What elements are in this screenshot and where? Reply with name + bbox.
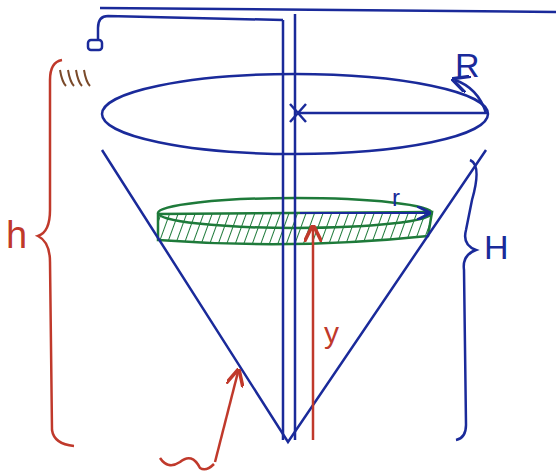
dimension-label: y (324, 318, 339, 348)
small-radius-line (300, 212, 428, 214)
level-brace (38, 60, 74, 446)
height-brace (456, 160, 477, 440)
radius-line (298, 80, 486, 113)
height-arrow (312, 228, 315, 440)
pointer-arrow (215, 372, 238, 462)
dimension-label: h (6, 216, 27, 254)
pipe (283, 14, 295, 440)
dimension-label: H (484, 230, 509, 264)
dimension-label: R (455, 48, 480, 82)
water-spray (60, 70, 90, 86)
supply-pipe (100, 8, 556, 12)
nozzle (88, 40, 102, 50)
dimension-label: r (392, 186, 400, 210)
pointer-scribble (160, 458, 214, 469)
branch-pipe (98, 16, 283, 40)
